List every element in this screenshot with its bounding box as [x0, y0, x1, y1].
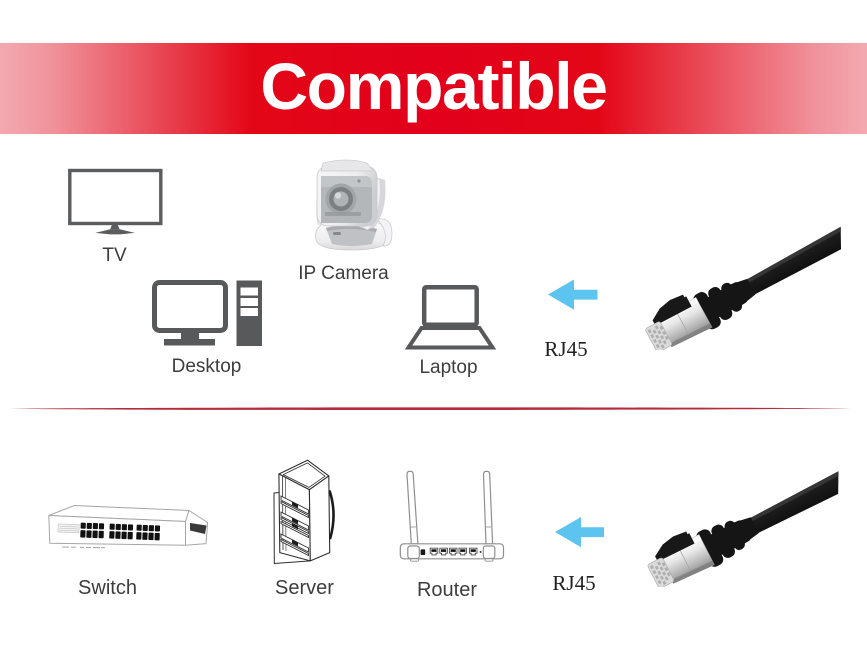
rj45-cable-photo-bottom: [640, 471, 839, 587]
divider-line: [3, 407, 851, 411]
ip-camera-icon: [315, 159, 393, 251]
rj45-label-bottom: RJ45: [552, 571, 596, 595]
tv-icon: [68, 168, 163, 235]
desktop-icon: [152, 280, 262, 346]
switch-icon: [48, 504, 209, 549]
left-arrow-icon-top: [548, 279, 598, 310]
laptop-icon: [404, 284, 497, 350]
router-icon: [399, 470, 505, 562]
server-label: Server: [275, 577, 334, 599]
server-icon: [273, 459, 335, 564]
switch-label: Switch: [78, 577, 137, 599]
tv-label: TV: [102, 245, 127, 266]
banner-title: Compatible: [260, 48, 608, 123]
desktop-label: Desktop: [171, 356, 242, 377]
rj45-label-top: RJ45: [544, 337, 588, 361]
router-label: Router: [416, 579, 478, 601]
rj45-cable-photo-top: [637, 226, 842, 350]
banner: Compatible: [0, 43, 867, 134]
laptop-label: Laptop: [419, 357, 478, 378]
ip-camera-label: IP Camera: [298, 263, 389, 284]
left-arrow-icon-bottom: [555, 517, 604, 548]
